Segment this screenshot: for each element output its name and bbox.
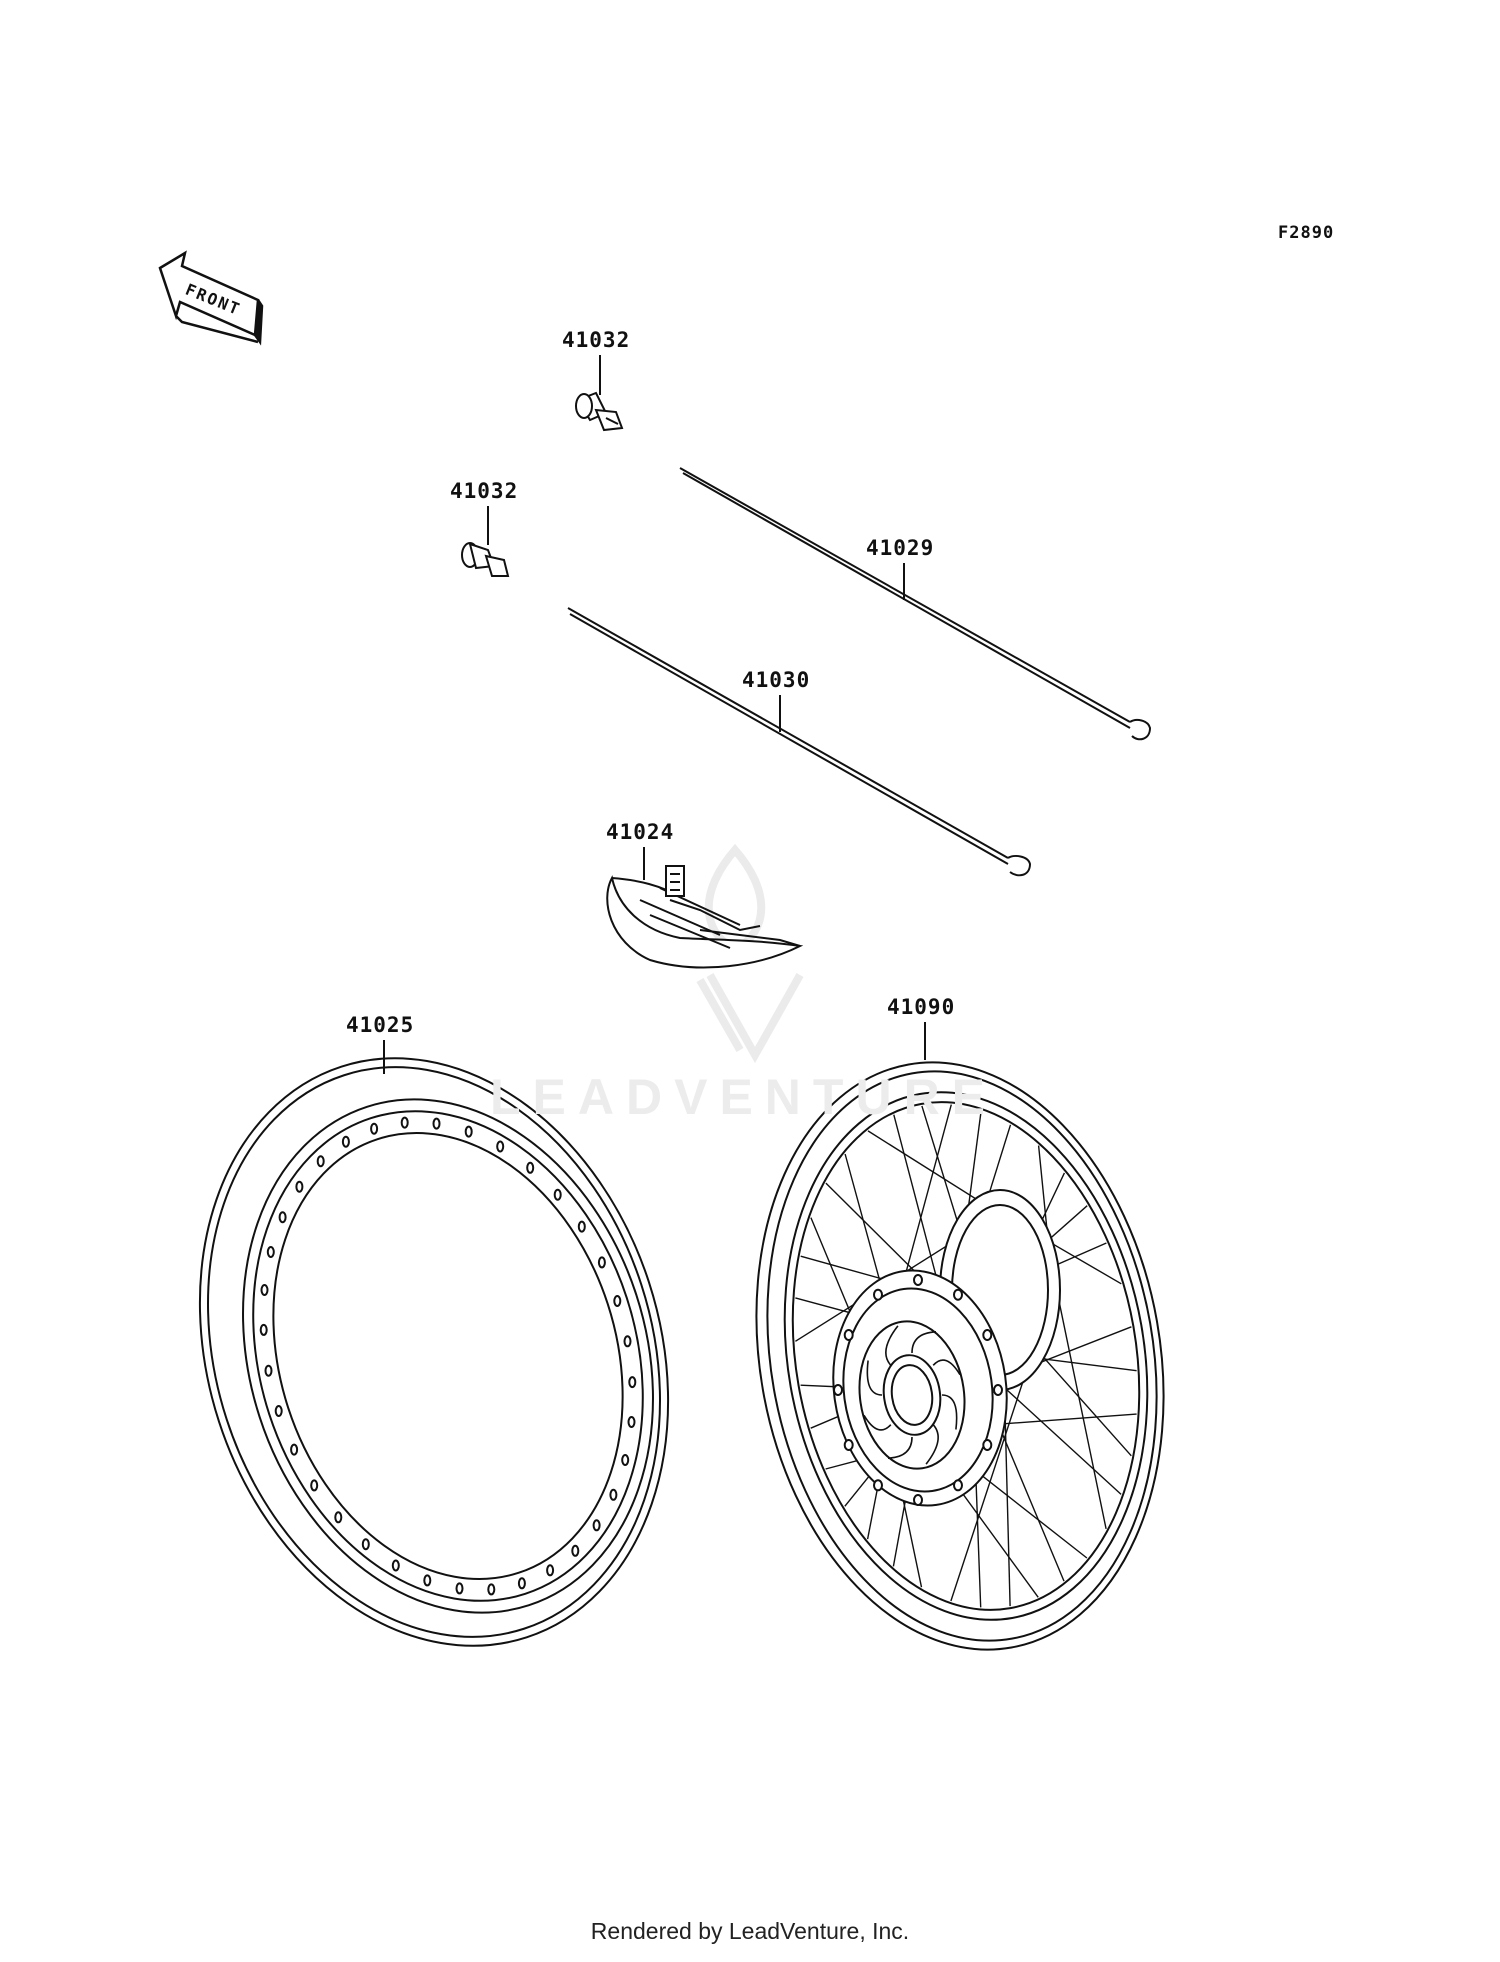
rim-hole — [310, 1479, 319, 1492]
hub-hole — [843, 1439, 854, 1451]
rim-hole — [487, 1583, 496, 1596]
rim-hole — [609, 1488, 618, 1501]
rim-band — [606, 865, 804, 969]
hub-vane — [911, 1331, 937, 1354]
hub-hole — [982, 1329, 993, 1341]
rim-hole — [613, 1295, 622, 1307]
rim-hole — [455, 1582, 464, 1595]
hub-vane — [932, 1359, 961, 1376]
rim-hole — [274, 1405, 283, 1417]
rim-hole — [264, 1364, 273, 1377]
rim-hole — [400, 1116, 409, 1129]
hub-hole — [843, 1329, 854, 1341]
hub-hole — [953, 1479, 963, 1492]
spoke-inner — [567, 607, 1032, 877]
rim-hole — [341, 1135, 350, 1148]
hub-hole — [982, 1439, 993, 1451]
spoke-line — [1053, 1277, 1107, 1530]
rim-hole — [627, 1416, 636, 1428]
hub-hole — [953, 1288, 963, 1301]
callout-41032-lower: 41032 — [450, 479, 518, 503]
hub-hole — [873, 1479, 883, 1492]
hub-vane — [863, 1414, 892, 1431]
hub-vane — [866, 1360, 883, 1396]
hub-hole — [913, 1494, 923, 1506]
rim-hole — [423, 1574, 432, 1587]
rim-spoke-holes — [259, 1116, 637, 1596]
rim-hole — [370, 1122, 379, 1135]
rim-hole — [259, 1323, 268, 1336]
rim-hole — [553, 1188, 562, 1201]
hub-bolt-holes — [833, 1274, 1003, 1506]
wheel-assembly — [755, 1061, 1165, 1651]
rim-hole — [432, 1117, 441, 1130]
hub-vane — [887, 1436, 913, 1459]
hub-hole — [993, 1384, 1003, 1396]
rim-hole — [496, 1140, 505, 1153]
callout-41030: 41030 — [742, 668, 810, 692]
rim-hole — [334, 1511, 343, 1524]
rim-hole — [295, 1180, 304, 1193]
rim-hole — [577, 1220, 586, 1233]
hub-vane — [885, 1325, 899, 1366]
hub-hole — [833, 1384, 843, 1396]
rim-hole — [592, 1519, 601, 1532]
rim-hole — [361, 1538, 370, 1551]
callout-41090: 41090 — [887, 995, 955, 1019]
rim-hole — [621, 1454, 630, 1466]
rim — [198, 1057, 670, 1647]
rim-hole — [517, 1577, 526, 1590]
rim-hole — [391, 1559, 400, 1572]
hub-hole — [873, 1288, 883, 1301]
rim-hole — [278, 1211, 287, 1224]
rim-hole — [316, 1155, 325, 1168]
callout-41029: 41029 — [866, 536, 934, 560]
spoke-line — [950, 1343, 1037, 1602]
leader-lines — [383, 355, 926, 1074]
hub-hole — [913, 1274, 923, 1286]
rim-hole — [266, 1246, 275, 1258]
rim-hole — [628, 1376, 637, 1389]
rim-hole — [571, 1544, 580, 1557]
rim-hole — [597, 1256, 606, 1269]
hub-vane — [925, 1424, 939, 1465]
figure-code: F2890 — [1278, 223, 1334, 243]
rim-hole — [260, 1284, 269, 1296]
rim-hole — [526, 1161, 535, 1174]
watermark-text: LEADVENTURE — [490, 1069, 998, 1125]
callout-41024: 41024 — [606, 820, 674, 844]
footer-credit: Rendered by LeadVenture, Inc. — [590, 1918, 910, 1944]
spoke-outer — [679, 467, 1152, 741]
rim-hole — [290, 1443, 299, 1456]
hub-vanes — [863, 1325, 961, 1465]
spoke-nipple-upper — [575, 391, 624, 432]
hub-vane — [941, 1394, 958, 1430]
rim-hole — [546, 1564, 555, 1577]
callout-41025: 41025 — [346, 1013, 414, 1037]
front-arrow-icon — [158, 250, 264, 346]
callout-41032-upper: 41032 — [562, 328, 630, 352]
rim-hole — [464, 1125, 473, 1138]
rim-hole — [623, 1335, 632, 1348]
spoke-nipple-lower — [461, 542, 510, 577]
